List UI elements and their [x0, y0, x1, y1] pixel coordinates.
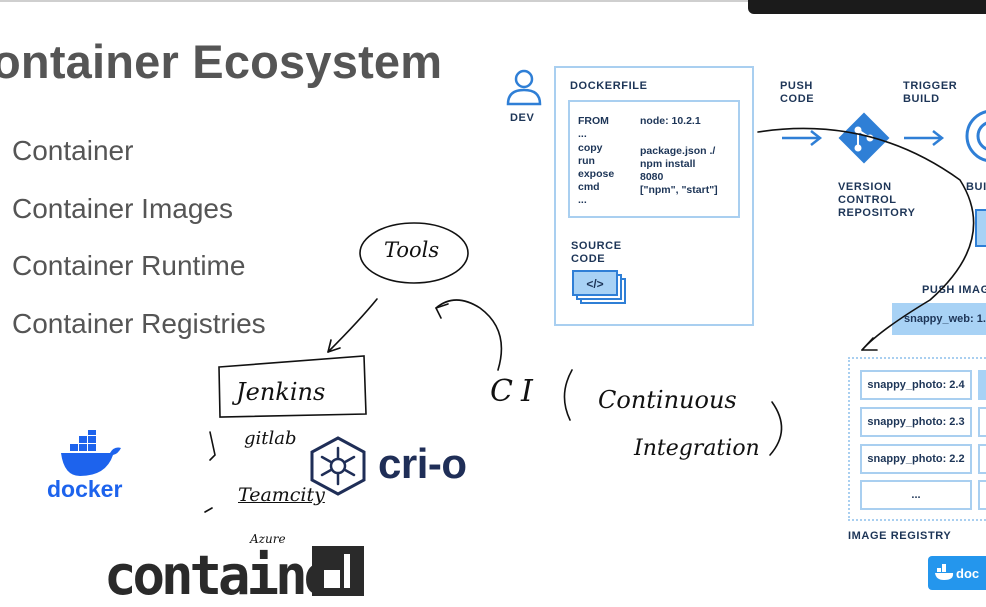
- ci-to-tools-arrow: [435, 299, 503, 371]
- bullet-container-registries: Container Registries: [12, 307, 266, 339]
- hand-ci: CI: [490, 374, 541, 409]
- push-code-label-1: PUSH: [780, 80, 813, 92]
- registry-side-tag-1: [978, 407, 986, 437]
- bullet-container-runtime: Container Runtime: [12, 250, 246, 281]
- slide-title: ontainer Ecosystem: [0, 35, 443, 88]
- check-mark-2: [204, 507, 213, 513]
- hand-teamcity: Teamcity: [238, 484, 325, 506]
- ci-open-paren: [563, 369, 573, 421]
- ci-close-paren: [769, 401, 783, 456]
- docker-logo-text: docker: [47, 476, 123, 502]
- vcs-label-2: CONTROL: [838, 194, 897, 206]
- bullet-container: Container: [12, 135, 134, 166]
- df-val-5: ["npm", "start"]: [640, 184, 718, 196]
- top-divider: [0, 0, 986, 2]
- df-val-3: npm install: [640, 158, 696, 170]
- svg-text:</>: </>: [586, 277, 603, 291]
- hand-integration: Integration: [634, 436, 760, 461]
- crio-logo-text: cri-o: [378, 440, 467, 487]
- dev-user-icon: [506, 69, 542, 106]
- vcs-label-3: REPOSITORY: [838, 207, 916, 219]
- hand-continuous: Continuous: [598, 386, 737, 414]
- registry-side-tag-2: [978, 444, 986, 474]
- df-key-2: copy: [578, 142, 603, 154]
- trigger-build-label-1: TRIGGER: [903, 80, 958, 92]
- image-registry-label: IMAGE REGISTRY: [848, 530, 952, 542]
- tools-to-jenkins-arrow: [327, 298, 378, 353]
- docker-whale-small-icon: [935, 564, 954, 580]
- df-val-0: node: 10.2.1: [640, 115, 701, 127]
- hand-gitlab: gitlab: [244, 428, 297, 449]
- build-box-icon: [975, 209, 986, 247]
- dockerfile-panel: [554, 66, 754, 326]
- push-code-label-2: CODE: [780, 93, 815, 105]
- df-val-4: 8080: [640, 171, 664, 183]
- dockerfile-label: DOCKERFILE: [570, 80, 648, 92]
- bullet-list: Container Container Images Container Run…: [12, 131, 266, 361]
- df-key-1: ...: [578, 128, 587, 140]
- source-code-label-2: CODE: [571, 253, 606, 265]
- hand-tools: Tools: [384, 238, 440, 262]
- registry-tag-1: snappy_photo: 2.3: [860, 407, 972, 437]
- containerd-box-icon: [312, 546, 364, 596]
- tools-circle: [359, 222, 469, 284]
- jenkins-box: [218, 355, 367, 418]
- push-image-tag: snappy_web: 1.0: [892, 303, 986, 335]
- hand-jenkins: Jenkins: [236, 378, 326, 406]
- arrow-right-icon: [782, 130, 823, 146]
- df-key-4: expose: [578, 168, 615, 180]
- code-files-icon: </>: [572, 270, 626, 304]
- registry-tag-2: snappy_photo: 2.2: [860, 444, 972, 474]
- trigger-build-label-2: BUILD: [903, 93, 940, 105]
- build-label: BUI: [966, 181, 986, 193]
- df-key-3: run: [578, 155, 595, 167]
- hand-azure: Azure: [250, 532, 286, 546]
- image-registry-panel: [848, 357, 986, 521]
- check-mark-1: [209, 431, 216, 461]
- registry-arrow: [757, 127, 975, 351]
- arrow-right-icon-2: [904, 130, 945, 146]
- df-key-6: ...: [578, 194, 587, 206]
- df-key-5: cmd: [578, 181, 600, 193]
- registry-side-tag-0: [978, 370, 986, 400]
- vcs-label-1: VERSION: [838, 181, 892, 193]
- registry-tag-0: snappy_photo: 2.4: [860, 370, 972, 400]
- registry-side-tag-3: [978, 480, 986, 510]
- dockerfile-code-box: [568, 100, 740, 218]
- df-key-0: FROM: [578, 115, 609, 127]
- docker-whale-icon: [61, 430, 121, 476]
- dev-label: DEV: [510, 112, 535, 124]
- registry-tag-3: ...: [860, 480, 972, 510]
- crio-logo-icon: [310, 436, 366, 496]
- window-toolbar: [748, 0, 986, 14]
- bullet-container-images: Container Images: [12, 192, 234, 224]
- source-code-label-1: SOURCE: [571, 240, 622, 252]
- build-server-icon: [965, 110, 986, 162]
- df-val-2: package.json ./: [640, 145, 716, 157]
